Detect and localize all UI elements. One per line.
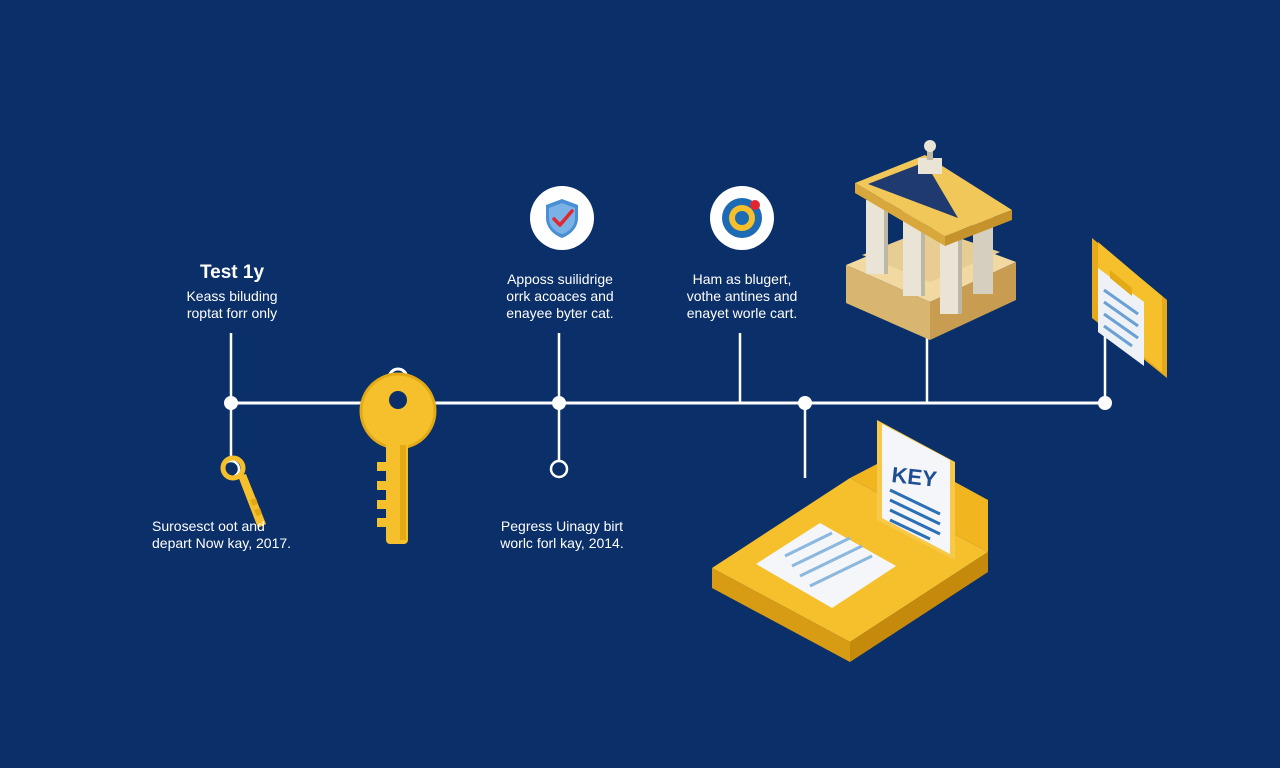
- shield-badge: [530, 186, 594, 250]
- shield-check-icon: [546, 199, 578, 238]
- bank-building-icon: [846, 140, 1016, 340]
- document-tray-icon: KEY: [712, 420, 988, 662]
- stage-3-top-text: Ham as blugert, vothe antines and enayet…: [686, 271, 798, 321]
- stage-title: Test 1y: [199, 262, 265, 283]
- timeline-node: [798, 396, 812, 410]
- document-key-label: KEY: [890, 462, 938, 492]
- stage-1-top-text: Keass biluding roptat forr only: [186, 288, 278, 321]
- target-badge: [710, 186, 774, 250]
- target-icon: [722, 198, 762, 238]
- timeline-node: [1098, 396, 1112, 410]
- timeline-node: [224, 396, 238, 410]
- key-icon: [359, 367, 437, 544]
- timeline-node: [552, 396, 566, 410]
- stage-1-bottom-text: Surosesct oot and depart Now kay, 2017.: [152, 518, 292, 551]
- stage-2-top-text: Apposs suilidrige orrk acoaces and enaye…: [506, 271, 614, 321]
- id-card-icon: [1092, 238, 1167, 378]
- timeline-node-hollow: [549, 459, 569, 479]
- key-icon: [220, 455, 266, 528]
- stage-2-bottom-text: Pegress Uinagy birt worlc forl kay, 2014…: [500, 518, 624, 551]
